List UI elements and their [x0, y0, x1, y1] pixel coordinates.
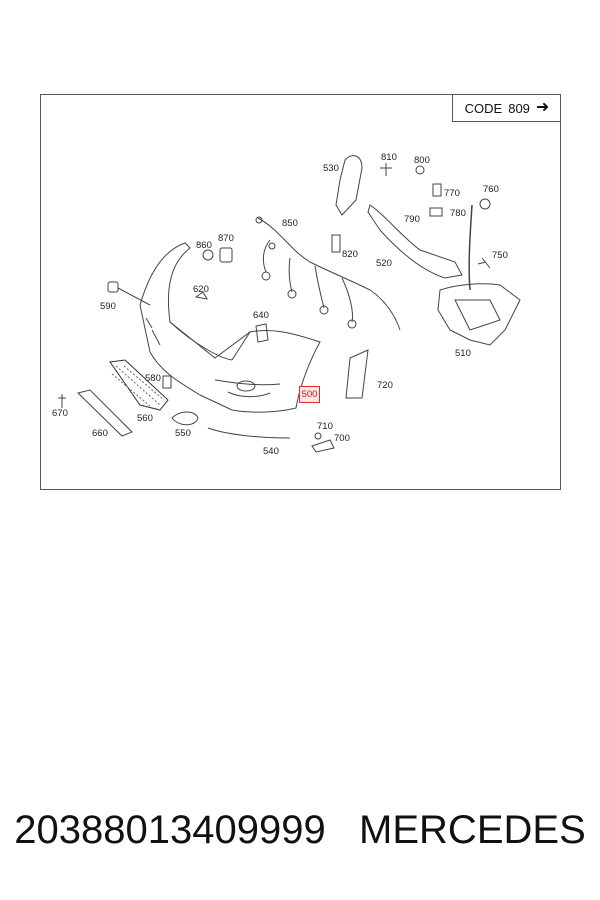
trim-720: [345, 349, 369, 399]
label-670: 670: [52, 408, 68, 419]
label-820: 820: [342, 249, 358, 260]
label-870: 870: [218, 233, 234, 244]
arrow-right-icon: ➜: [535, 99, 550, 116]
label-640: 640: [253, 310, 269, 321]
label-710: 710: [317, 421, 333, 432]
label-540: 540: [263, 446, 279, 457]
highlighted-part-label: 500: [299, 386, 320, 403]
label-780: 780: [450, 208, 466, 219]
label-550: 550: [175, 428, 191, 439]
plate-holder-660: [77, 389, 133, 437]
fog-lamp-opening: [236, 380, 256, 392]
label-790: 790: [404, 214, 420, 225]
label-580: 580: [145, 373, 161, 384]
label-760: 760: [483, 184, 499, 195]
label-770: 770: [444, 188, 460, 199]
washer-nozzle-590: [107, 281, 119, 293]
label-700: 700: [334, 433, 350, 444]
sensor-860: [202, 249, 214, 261]
label-620: 620: [193, 284, 209, 295]
label-720: 720: [377, 380, 393, 391]
code-value: 809: [508, 100, 530, 116]
clip-760: [479, 198, 491, 210]
label-520: 520: [376, 258, 392, 269]
label-560: 560: [137, 413, 153, 424]
sensor-870: [219, 247, 233, 263]
label-750: 750: [492, 250, 508, 261]
bumper-cover-part: [139, 242, 321, 413]
label-590: 590: [100, 301, 116, 312]
wiring-harness: [257, 217, 401, 331]
label-660: 660: [92, 428, 108, 439]
bracket-520: [367, 204, 463, 279]
part-number-labels: 530 810 800 770 760 790 780 850 860 870 …: [52, 152, 508, 457]
part-code: 20388013409999: [14, 808, 326, 852]
label-530: 530: [323, 163, 339, 174]
code-label: CODE: [464, 100, 503, 116]
fog-cover-550: [171, 411, 199, 426]
strip-540: [207, 427, 291, 439]
footer-caption: 20388013409999 MERCEDES: [0, 808, 600, 853]
impact-absorber-510: [437, 283, 521, 346]
brand-name: MERCEDES: [359, 808, 586, 852]
label-510: 510: [455, 348, 471, 359]
grille-560: [109, 359, 169, 411]
code-badge: CODE 809 ➜: [452, 95, 561, 122]
label-810: 810: [381, 152, 397, 163]
label-850: 850: [282, 218, 298, 229]
label-800: 800: [414, 155, 430, 166]
diagram-frame: [40, 94, 561, 490]
label-860: 860: [196, 240, 212, 251]
bracket-530: [335, 155, 363, 216]
